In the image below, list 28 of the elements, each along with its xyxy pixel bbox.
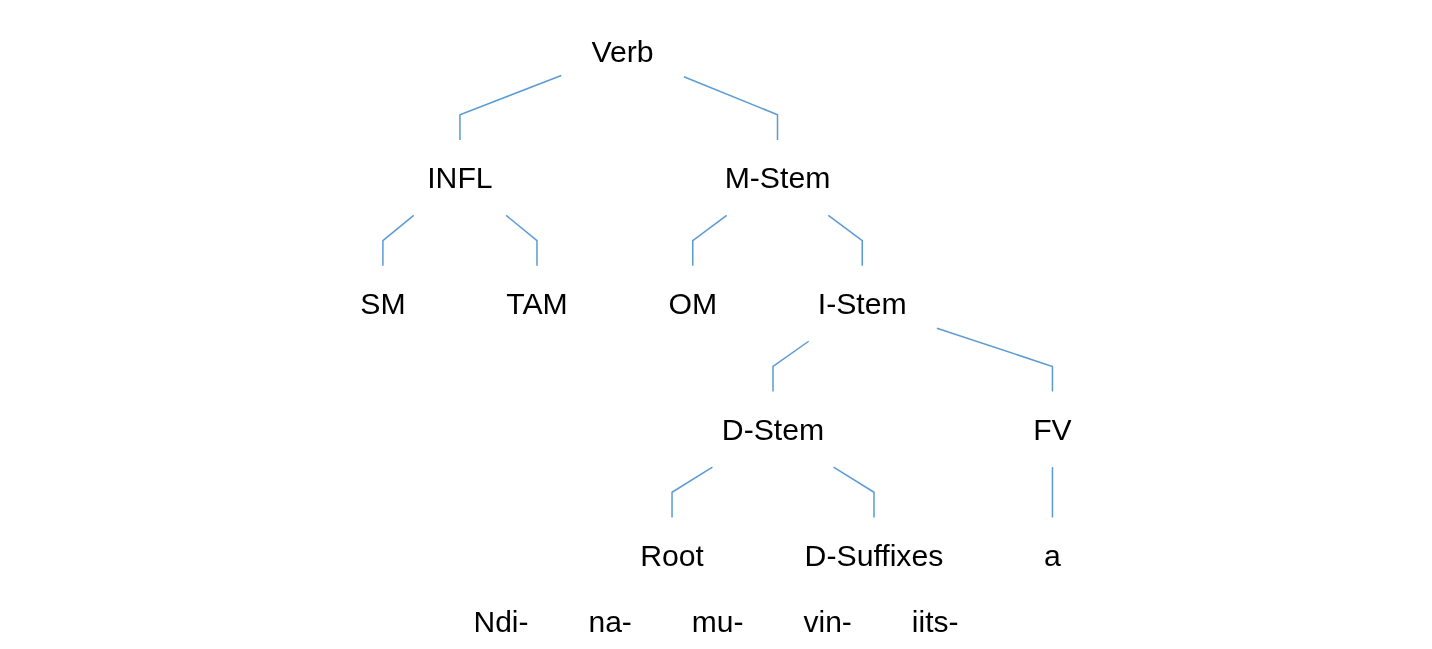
morpheme-label: Ndi-	[473, 605, 529, 639]
node-text: Root	[640, 538, 704, 572]
node-text: TAM	[506, 286, 568, 321]
node-text: SM	[360, 286, 406, 321]
connector	[772, 340, 810, 393]
node-text: I-Stem	[817, 286, 907, 321]
connector	[936, 327, 1054, 393]
connector	[1051, 466, 1054, 519]
connector	[832, 466, 875, 519]
node-text: FV	[1033, 412, 1072, 446]
morpheme-label: mu-	[691, 605, 744, 639]
connector	[692, 214, 728, 267]
connector	[683, 75, 779, 141]
morpheme-label: vin-	[803, 605, 852, 639]
node-text: Verb	[591, 35, 654, 69]
node-text: M-Stem	[724, 161, 831, 195]
connector	[459, 74, 563, 141]
connector	[827, 214, 863, 267]
morpheme-label: na-	[588, 605, 632, 639]
connector	[671, 466, 714, 519]
node-text: D-Suffixes	[804, 538, 944, 572]
node-text: a	[1044, 538, 1061, 572]
node-text: INFL	[427, 161, 493, 195]
node-text: D-Stem	[721, 412, 825, 446]
morpheme-label: iits-	[911, 605, 959, 639]
connector	[382, 214, 415, 267]
node-text: OM	[668, 286, 718, 321]
connector	[505, 214, 538, 267]
